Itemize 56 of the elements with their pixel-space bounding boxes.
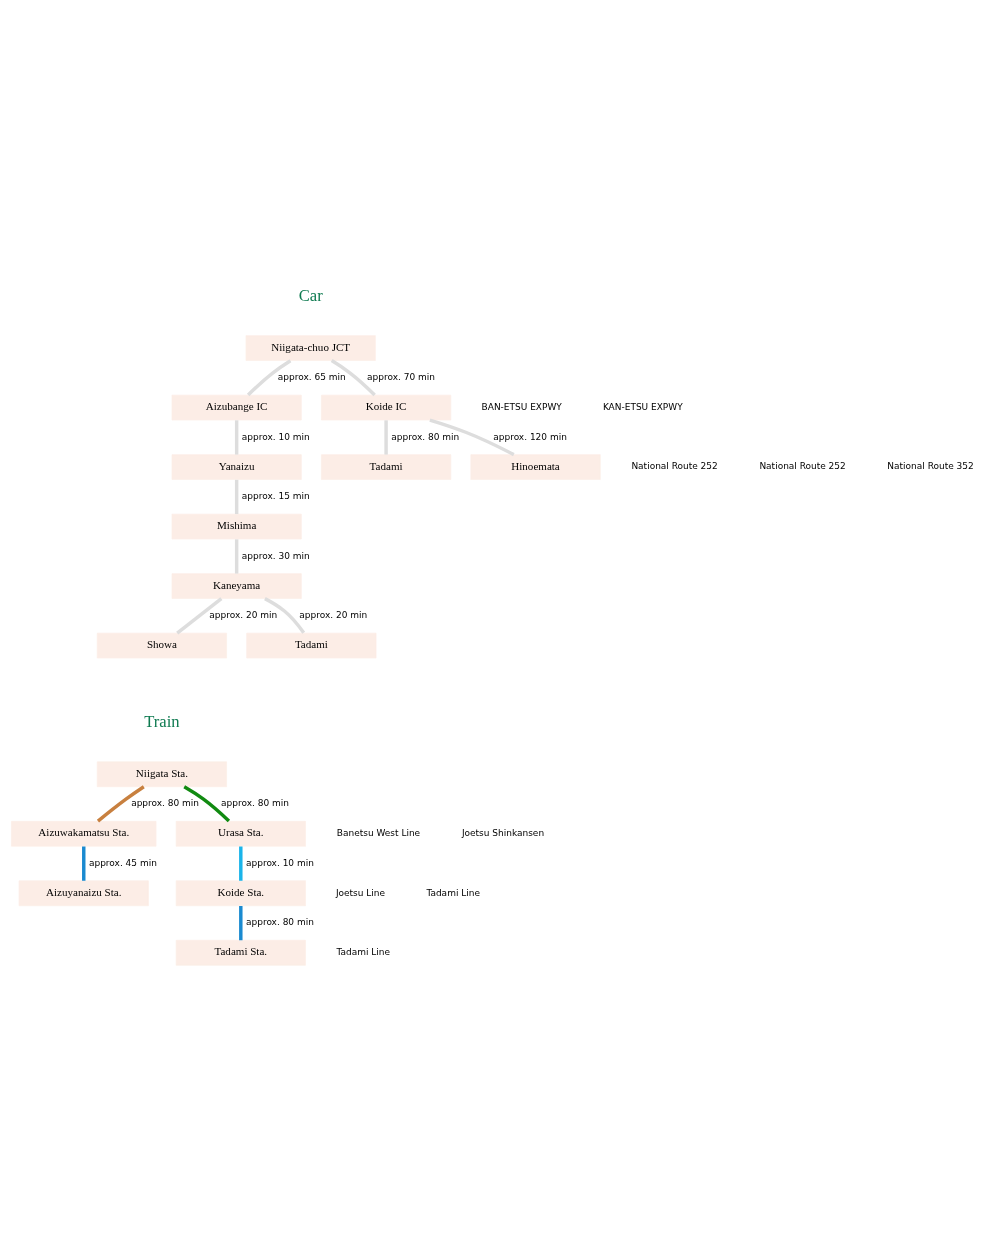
node-box: Yanaizu	[171, 453, 302, 480]
edge-label: approx. 15 min	[241, 490, 310, 501]
label: Banetsu West Line	[336, 827, 421, 838]
label: Joetsu Shinkansen	[461, 827, 545, 838]
edge-label: approx. 80 min	[131, 797, 200, 808]
node-box: Niigata Sta.	[96, 761, 227, 787]
edge-label: approx. 65 min	[277, 371, 346, 382]
connector	[246, 358, 292, 396]
node-box: Koide Sta.	[175, 880, 306, 906]
edge-label: approx. 80 min	[221, 797, 289, 808]
edge-label: approx. 20 min	[209, 609, 278, 620]
connector	[234, 419, 239, 455]
label: National Route 252	[631, 460, 718, 471]
label: National Route 252	[759, 460, 846, 471]
edge-label: approx. 20 min	[299, 609, 368, 620]
node-box: Aizuwakamatsu Sta.	[11, 820, 157, 847]
edge-label: approx. 80 min	[245, 916, 314, 927]
node-box: Koide IC	[321, 394, 452, 420]
node-box: Urasa Sta.	[175, 820, 306, 847]
label: Car	[298, 285, 323, 305]
label: BAN-ETSU EXPWY	[481, 401, 562, 412]
node-box: Hinoemata	[470, 453, 601, 480]
edge-label: approx. 10 min	[241, 431, 310, 442]
connector	[176, 596, 223, 634]
connector	[239, 905, 243, 940]
connector	[183, 784, 231, 822]
label: Joetsu Line	[335, 887, 386, 898]
connector	[264, 596, 306, 634]
node-box: Tadami	[321, 453, 452, 480]
connector	[234, 538, 239, 574]
edge-label: approx. 45 min	[88, 857, 157, 868]
connector	[429, 417, 515, 456]
node-box: Aizubange IC	[171, 394, 302, 420]
edge-label: approx. 70 min	[367, 371, 435, 382]
node-box: Kaneyama	[171, 572, 302, 599]
edge-label: approx. 10 min	[245, 857, 314, 868]
node-box: Tadami Sta.	[175, 939, 306, 966]
connector	[239, 846, 243, 881]
edge-label: approx. 30 min	[241, 550, 310, 561]
connector	[330, 358, 376, 396]
connector	[384, 419, 388, 455]
label: National Route 352	[887, 460, 974, 471]
label: Train	[144, 711, 180, 731]
label: Tadami Line	[426, 887, 480, 898]
connector	[96, 784, 145, 822]
node-box: Niigata-chuo JCT	[245, 334, 376, 361]
connector	[234, 479, 239, 514]
node-box: Tadami	[246, 632, 377, 658]
edge-label: approx. 80 min	[391, 431, 460, 442]
edge-label: approx. 120 min	[493, 431, 567, 442]
label: KAN-ETSU EXPWY	[602, 401, 683, 412]
connector	[82, 846, 86, 881]
node-box: Mishima	[171, 513, 302, 539]
node-box: Aizuyanaizu Sta.	[18, 880, 149, 906]
label: Tadami Line	[336, 946, 391, 957]
node-box: Showa	[96, 632, 227, 658]
